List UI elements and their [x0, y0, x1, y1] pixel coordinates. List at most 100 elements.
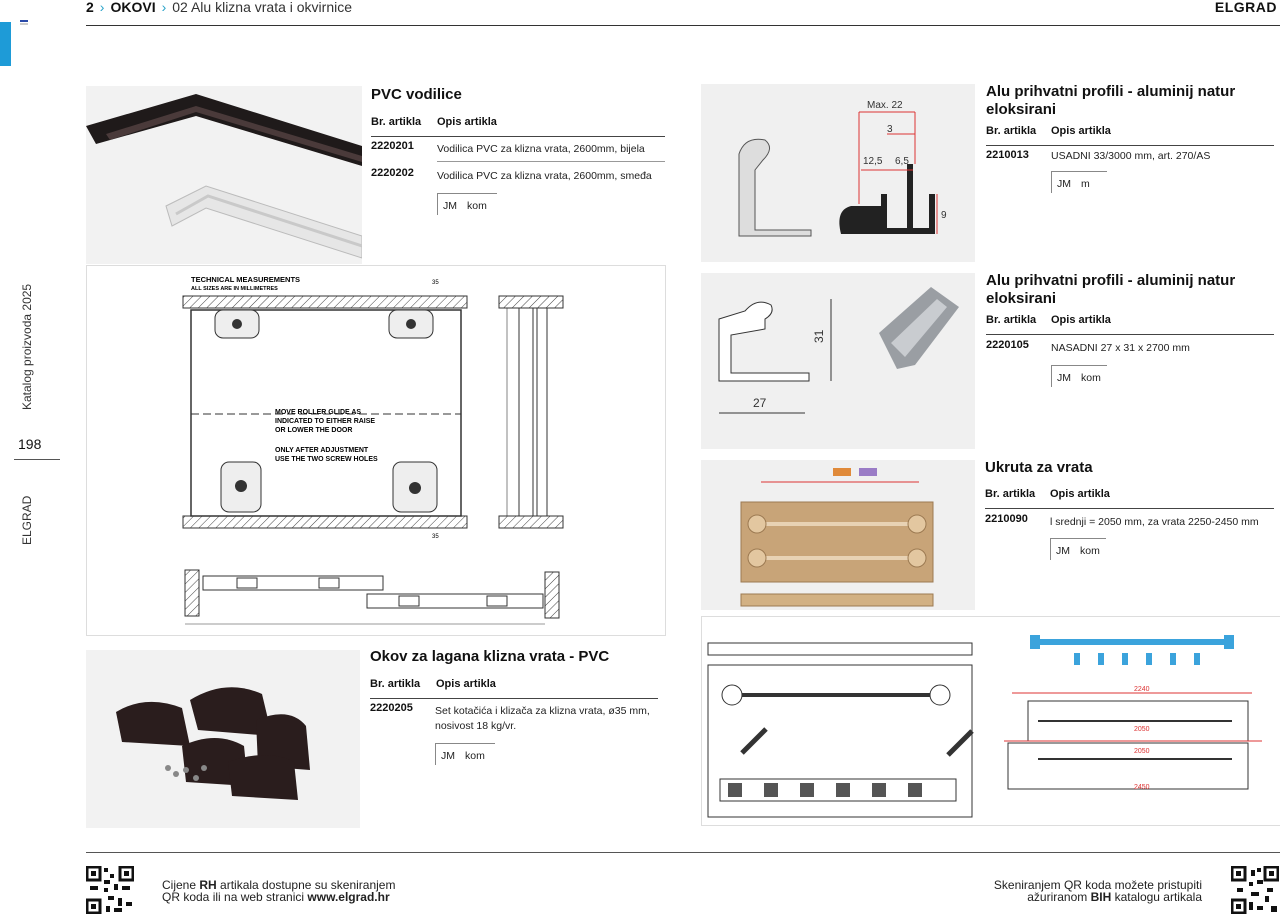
note-line: OR LOWER THE DOOR [275, 427, 352, 434]
alu-profile-2-title-line1: Alu prihvatni profili - aluminij natur [986, 272, 1236, 289]
col-code-header: Br. artikla [371, 116, 422, 128]
dimension-label: 6,5 [895, 156, 909, 167]
note-line: ONLY AFTER ADJUSTMENT [275, 447, 369, 454]
header-divider [86, 25, 1280, 26]
col-desc-header: Opis artikla [436, 678, 496, 690]
light-door-fitting-table-header: Br. artikla Opis artikla [370, 678, 658, 699]
brand-vertical-label: ELGRAD [20, 495, 34, 545]
breadcrumb-chapter-number[interactable]: 2 [86, 0, 94, 15]
alu-profile-2-table-header: Br. artikla Opis artikla [986, 314, 1274, 335]
item-description: Set kotačića i klizača za klizna vrata, … [435, 705, 650, 717]
breadcrumb-section[interactable]: 02 Alu klizna vrata i okvirnice [172, 0, 353, 15]
note-line: MOVE ROLLER GLIDE AS [275, 409, 361, 416]
website-link[interactable]: www.elgrad.hr [307, 890, 390, 904]
chevron-right-icon: › [99, 0, 105, 15]
item-description: USADNI 33/3000 mm, art. 270/AS [1051, 150, 1211, 162]
dimension-label: 35 [432, 280, 439, 286]
unit-box: JM kom [437, 193, 497, 215]
dimension-label: 27 [753, 396, 767, 410]
light-door-fitting-title: Okov za lagana klizna vrata - PVC [370, 648, 610, 665]
unit-value: kom [1080, 545, 1100, 557]
section-color-tab [0, 22, 11, 66]
drawing-title: TECHNICAL MEASUREMENTS [191, 275, 300, 284]
light-door-fitting-photo [86, 650, 360, 828]
unit-box: JM kom [1050, 538, 1106, 560]
footer-text: QR koda ili na web stranici [162, 890, 308, 904]
breadcrumb: 2 › OKOVI › 02 Alu klizna vrata i okvirnice [86, 0, 352, 14]
flag-icon [20, 20, 28, 27]
dimension-label: 9 [941, 210, 947, 221]
alu-profile-usadni-drawing: Max. 22 3 12,5 6,5 9 [701, 84, 975, 262]
note-line: USE THE TWO SCREW HOLES [275, 456, 378, 463]
unit-label: JM [443, 200, 457, 212]
dimension-label: 2240 [1134, 686, 1150, 693]
qr-code-bih[interactable] [1230, 865, 1280, 915]
dimension-label: 2050 [1134, 748, 1150, 755]
footer-text: artikala dostupne su skeniranjem [216, 878, 396, 892]
footer-text: Cijene [162, 878, 200, 892]
dimension-label: 2050 [1134, 726, 1150, 733]
chevron-right-icon: › [161, 0, 167, 15]
alu-profile-2-title-line2: eloksirani [986, 290, 1057, 307]
col-code-header: Br. artikla [986, 314, 1037, 326]
catalog-label: Katalog proizvoda 2025 [20, 283, 34, 410]
footer-text: katalogu artikala [1111, 890, 1202, 904]
col-code-header: Br. artikla [370, 678, 421, 690]
pvc-guides-table-header: Br. artikla Opis artikla [371, 116, 665, 137]
door-stiffener-drawing: 2240 2050 2050 2450 [701, 616, 1280, 826]
item-description: l srednji = 2050 mm, za vrata 2250-2450 … [1050, 516, 1259, 528]
item-description: Vodilica PVC za klizna vrata, 2600mm, bi… [437, 143, 645, 155]
page-number: 198 [18, 436, 42, 452]
sidebar-divider [14, 459, 60, 460]
unit-label: JM [1056, 545, 1070, 557]
pvc-guides-title: PVC vodilice [371, 86, 462, 103]
note-line: INDICATED TO EITHER RAISE [275, 418, 375, 425]
qr-code-rh[interactable] [85, 865, 135, 915]
drawing-subtitle: ALL SIZES ARE IN MILLIMETRES [191, 286, 278, 292]
col-desc-header: Opis artikla [1051, 314, 1111, 326]
footer-text-bold: BIH [1090, 890, 1112, 904]
footer-note-bih: Skeniranjem QR koda možete pristupiti až… [994, 879, 1202, 903]
col-desc-header: Opis artikla [437, 116, 497, 128]
footer-divider [86, 852, 1280, 853]
alu-profile-nasadni-drawing: 31 27 [701, 273, 975, 449]
item-code[interactable]: 2220201 [371, 140, 414, 152]
unit-label: JM [441, 750, 455, 762]
footer-text-bold: RH [199, 878, 217, 892]
pvc-guides-photo [86, 86, 362, 264]
door-stiffener-photo [701, 460, 975, 610]
unit-label: JM [1057, 178, 1071, 190]
footer-text: Skeniranjem QR koda možete pristupiti [993, 878, 1202, 892]
unit-value: m [1081, 178, 1090, 190]
unit-box: JM kom [1051, 365, 1107, 387]
unit-label: JM [1057, 372, 1071, 384]
unit-box: JM kom [435, 743, 495, 765]
item-code[interactable]: 2220205 [370, 702, 413, 714]
dimension-label: 31 [812, 329, 826, 343]
dimension-label: 35 [432, 534, 439, 540]
unit-value: kom [465, 750, 485, 762]
unit-value: kom [1081, 372, 1101, 384]
row-divider [437, 161, 665, 162]
footer-text: ažuriranom [1027, 890, 1091, 904]
item-code[interactable]: 2210090 [985, 513, 1028, 525]
unit-box: JM m [1051, 171, 1107, 193]
breadcrumb-chapter[interactable]: OKOVI [110, 0, 156, 15]
alu-profile-1-title-line1: Alu prihvatni profili - aluminij natur [986, 83, 1236, 100]
item-code[interactable]: 2220202 [371, 167, 414, 179]
dimension-label: 12,5 [863, 156, 883, 167]
item-code[interactable]: 2210013 [986, 149, 1029, 161]
alu-profile-1-title-line2: eloksirani [986, 101, 1057, 118]
door-stiffener-title: Ukruta za vrata [985, 459, 1093, 476]
dimension-label: Max. 22 [867, 100, 903, 111]
item-code[interactable]: 2220105 [986, 339, 1029, 351]
item-description: nosivost 18 kg/vr. [435, 720, 517, 732]
dimension-label: 3 [887, 124, 893, 135]
item-description: NASADNI 27 x 31 x 2700 mm [1051, 342, 1190, 354]
col-code-header: Br. artikla [985, 488, 1036, 500]
unit-value: kom [467, 200, 487, 212]
col-desc-header: Opis artikla [1051, 125, 1111, 137]
technical-drawing: TECHNICAL MEASUREMENTS ALL SIZES ARE IN … [86, 265, 666, 636]
